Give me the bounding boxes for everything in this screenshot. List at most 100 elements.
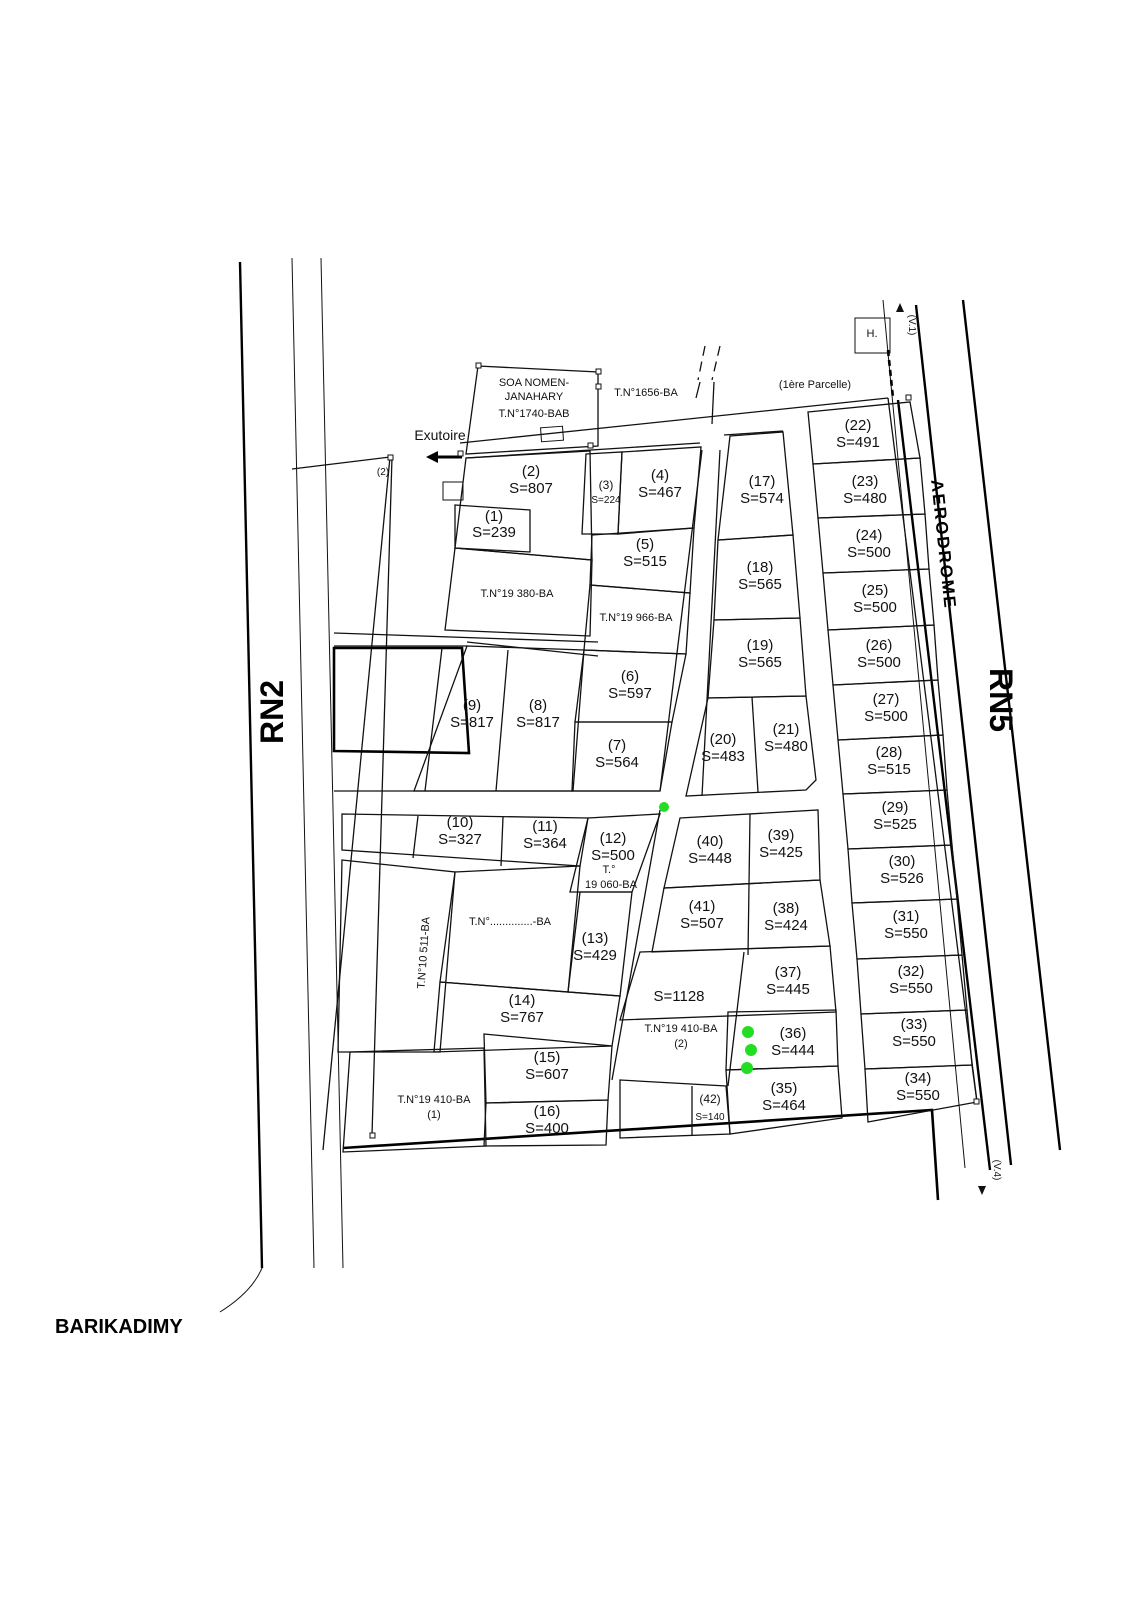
parcel-area: S=464 [762,1097,806,1114]
parcel-area: S=140 [695,1112,725,1123]
parcel-area: S=444 [771,1042,815,1059]
parcel-area: S=467 [638,484,682,501]
tn19380-label: T.N°19 380-BA [481,588,555,600]
parcel-id: (15) [534,1049,561,1066]
parcel-soa-nomen [465,365,599,455]
parcel-area: S=525 [873,816,917,833]
parcel-id: (35) [771,1080,798,1097]
exutoire-arrow [426,451,462,463]
tn19060-label-1: T.° [603,864,616,876]
v1-label: (V.1) [906,315,917,336]
v1-arrow [896,303,904,312]
parcel-area: S=224 [591,495,621,506]
v4-label: (V.4) [991,1160,1002,1181]
parcel-area: S=480 [843,490,887,507]
parcel-area: S=515 [867,761,911,778]
parcel-id: (3) [599,478,614,492]
parcel-id: (16) [534,1103,561,1120]
parcel-id: (29) [882,799,909,816]
tn19410-1-label-a: T.N°19 410-BA [398,1094,472,1106]
parcel-id: (28) [876,744,903,761]
tn10511-label: T.N°10 511-BA [416,916,433,989]
parcel-area: S=597 [608,685,652,702]
parcel-id: (34) [905,1070,932,1087]
building-h [854,317,891,354]
parcel-id: (4) [651,467,669,484]
green-markers [659,802,757,1074]
parcel-id: (37) [775,964,802,981]
parcel-id: (26) [866,637,893,654]
small-building [442,481,464,501]
parcel-area: S=515 [623,553,667,570]
parcel-area: S=550 [892,1033,936,1050]
parcel-area: S=507 [680,915,724,932]
road-rn5 [882,299,1062,1171]
parcel-id: (5) [636,536,654,553]
h-label: H. [867,328,878,340]
tn1656-label: T.N°1656-BA [614,387,678,399]
parcel-area: S=817 [516,714,560,731]
parcel-id: (13) [582,930,609,947]
tn19410-1-label-b: (1) [427,1109,440,1121]
parcel-area: S=483 [701,748,745,765]
parcel-area: S=480 [764,738,808,755]
parcel-id: (12) [600,830,627,847]
premiere-parcelle-label: (1ère Parcelle) [779,379,851,391]
parcel-area: S=500 [847,544,891,561]
parcel-id: (2) [522,463,540,480]
parcel-area: S=429 [573,947,617,964]
parcel-area: S=445 [766,981,810,998]
parcel-id: (7) [608,737,626,754]
parcel-area: S=500 [864,708,908,725]
soa-label-1: SOA NOMEN- [499,377,570,389]
s1128-label: S=1128 [653,988,704,1005]
parcel-id: (31) [893,908,920,925]
parcel-id: (21) [773,721,800,738]
soa-label-3: T.N°1740-BAB [498,408,569,420]
parcel-area: S=817 [450,714,494,731]
road-label-rn5: RN5 [983,668,1019,732]
parcel-id: (17) [749,473,776,490]
parcel-id: (41) [689,898,716,915]
highlighted-parcel [332,646,471,755]
node-2-label: (2) [377,467,389,478]
parcel-area: S=425 [759,844,803,861]
parcel-area: S=807 [509,480,553,497]
tn19966-label: T.N°19 966-BA [600,612,674,624]
parcel-area: S=500 [853,599,897,616]
parcel-id: (10) [447,814,474,831]
survey-nodes [369,362,980,1139]
parcel-area: S=327 [438,831,482,848]
parcel-area: S=565 [738,576,782,593]
parcel-id: (39) [768,827,795,844]
parcel-id: (30) [889,853,916,870]
parcel-id: (9) [463,697,481,714]
parcel-id: (40) [697,833,724,850]
parcel-area: S=500 [857,654,901,671]
tn19410-2-label-b: (2) [674,1038,687,1050]
v4-arrow [978,1186,986,1195]
parcel-area: S=364 [523,835,567,852]
parcel-area: S=550 [889,980,933,997]
parcel-id: (22) [845,417,872,434]
parcel-id: (11) [532,818,558,835]
road-label-rn2: RN2 [254,680,290,744]
parcel-area: S=526 [880,870,924,887]
parcel-outlines [337,401,978,1153]
parcel-area: S=550 [884,925,928,942]
aerodrome-label: AERODROME [927,479,960,611]
parcel-id: (36) [780,1025,807,1042]
parcel-area: S=564 [595,754,639,771]
exutoire-label: Exutoire [414,427,466,443]
parcel-id: (32) [898,963,925,980]
road-rn2 [219,257,344,1313]
parcel-id: (27) [873,691,900,708]
parcel-id: (42) [699,1092,720,1106]
parcel-area: S=574 [740,490,784,507]
parcel-area: S=767 [500,1009,544,1026]
parcel-area: S=239 [472,524,516,541]
tn19060-label-2: 19 060-BA [585,879,638,891]
parcel-id: (38) [773,900,800,917]
parcel-id: (1) [485,508,503,525]
